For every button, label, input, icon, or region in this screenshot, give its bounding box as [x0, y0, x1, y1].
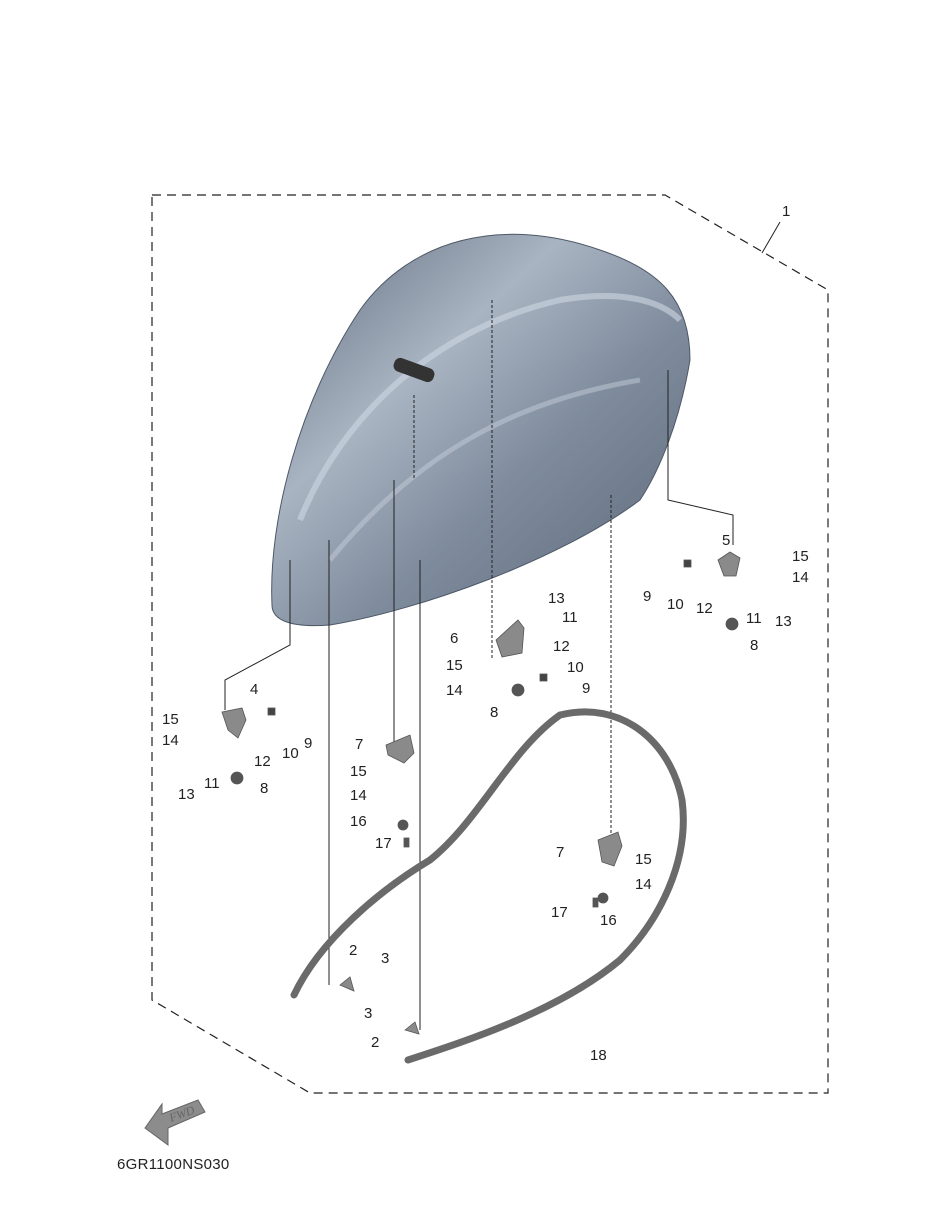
callout-label: 8: [490, 704, 498, 721]
callout-label: 12: [696, 600, 713, 617]
callout-label: 12: [254, 753, 271, 770]
callout-label: 5: [722, 532, 730, 549]
callout-label: 9: [582, 680, 590, 697]
callout-label: 15: [792, 548, 809, 565]
callout-label: 15: [446, 657, 463, 674]
callout-label: 13: [548, 590, 565, 607]
callout-label: 8: [750, 637, 758, 654]
guide-lines: [224, 300, 734, 1030]
cover-vent: [393, 357, 435, 383]
callout-label: 16: [600, 912, 617, 929]
callout-label: 10: [667, 596, 684, 613]
callout-label: 15: [350, 763, 367, 780]
fwd-arrow-icon: FWD: [144, 1099, 206, 1146]
callout-label: 12: [553, 638, 570, 655]
callout-label: 11: [562, 609, 578, 626]
cover-highlight: [297, 293, 683, 522]
callout-label: 14: [162, 732, 179, 749]
callout-label: 9: [643, 588, 651, 605]
callout-label: 2: [371, 1034, 379, 1051]
callout-label: 13: [178, 786, 195, 803]
callout-label: 11: [746, 610, 762, 627]
callout-label: 11: [204, 775, 220, 792]
diagram-code: 6GR1100NS030: [117, 1156, 230, 1173]
callout-label: 15: [162, 711, 179, 728]
callout-label: 10: [567, 659, 584, 676]
small-parts: [221, 551, 741, 1035]
callout-label: 18: [590, 1047, 607, 1064]
callout-label: 15: [635, 851, 652, 868]
assembly-frame: [151, 194, 829, 1094]
callout-label: 16: [350, 813, 367, 830]
leader-1: [761, 221, 781, 254]
callout-label: 17: [551, 904, 568, 921]
callout-label: 7: [355, 736, 363, 753]
callout-label: 2: [349, 942, 357, 959]
callout-label: 10: [282, 745, 299, 762]
callout-label: 6: [450, 630, 458, 647]
callout-label: 7: [556, 844, 564, 861]
callout-label: 14: [792, 569, 809, 586]
callout-label: 14: [350, 787, 367, 804]
callout-label: 4: [250, 681, 258, 698]
callout-label: 13: [775, 613, 792, 630]
callout-label: 14: [635, 876, 652, 893]
callout-label: 3: [364, 1005, 372, 1022]
callout-label: 9: [304, 735, 312, 752]
callout-label: 1: [782, 203, 790, 220]
callout-label: 3: [381, 950, 389, 967]
callout-label: 17: [375, 835, 392, 852]
callout-label: 14: [446, 682, 463, 699]
cover-highlight-2: [328, 377, 641, 562]
gasket-part-18: [290, 708, 687, 1064]
callout-label: 8: [260, 780, 268, 797]
